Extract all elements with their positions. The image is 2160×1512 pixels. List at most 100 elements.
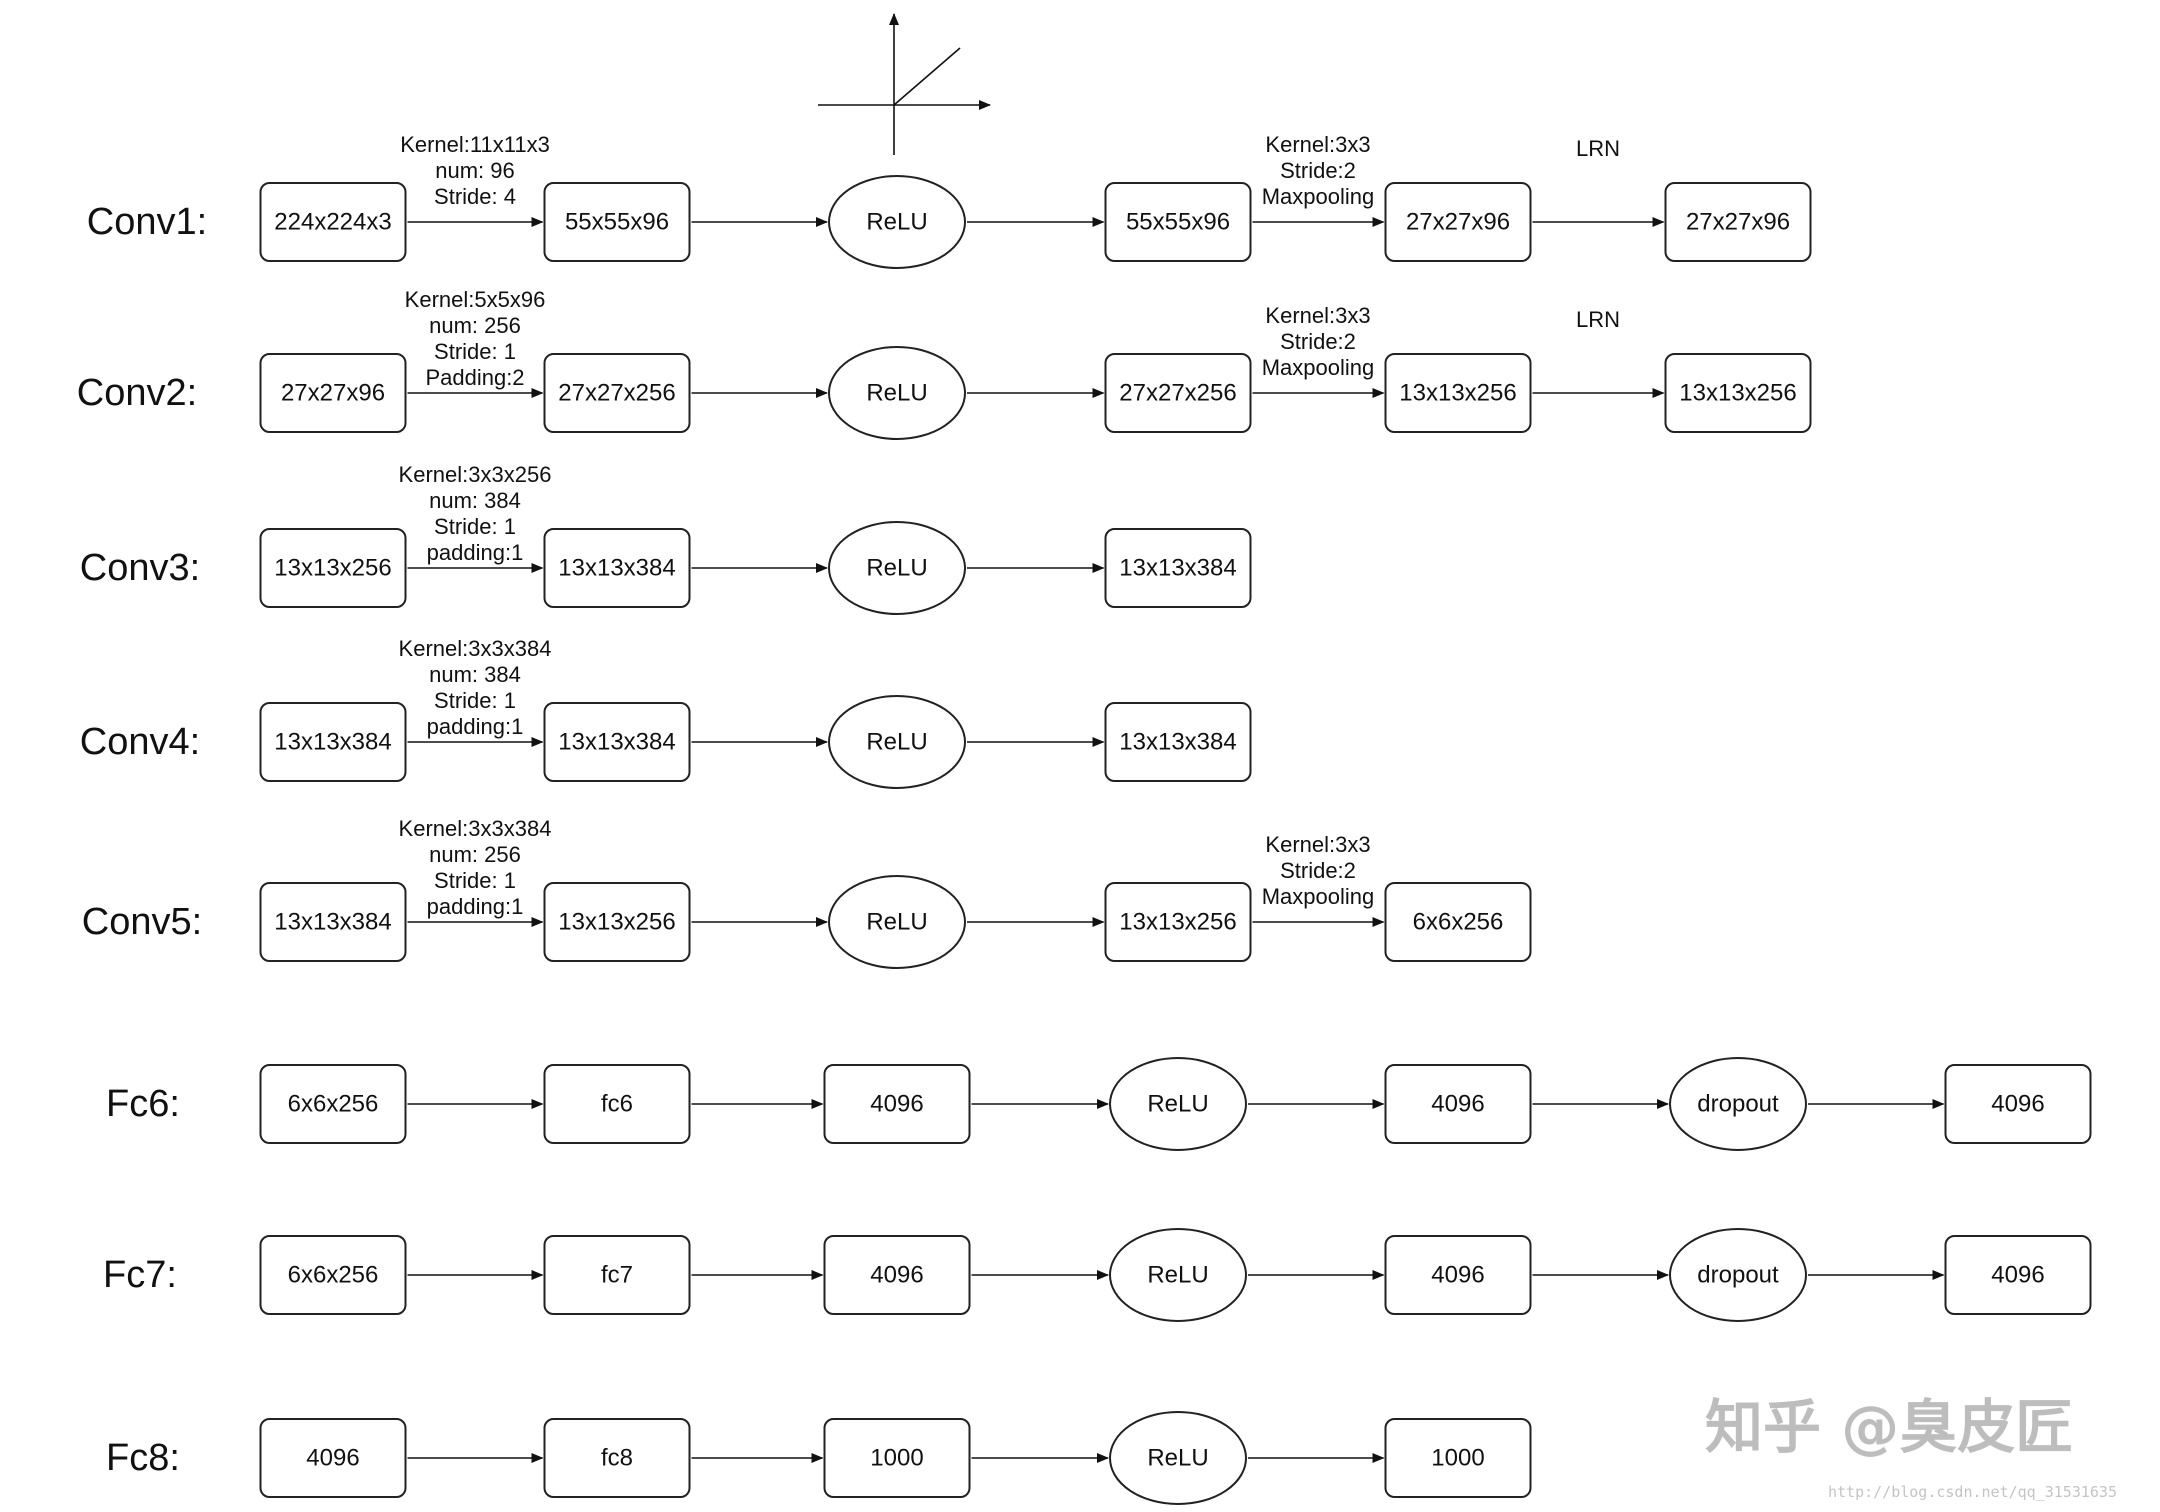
node-label: 13x13x384 — [274, 909, 391, 936]
annotation-line: num: 384 — [429, 662, 521, 687]
node-ellipse — [1669, 1057, 1807, 1151]
node-label: ReLU — [1147, 1262, 1208, 1289]
tensor-node: 13x13x256 — [1664, 353, 1812, 433]
node-label: 13x13x256 — [558, 909, 675, 936]
op-node: dropout — [1669, 1057, 1807, 1151]
node-box — [1384, 1418, 1532, 1498]
node-label: 13x13x384 — [558, 555, 675, 582]
tensor-node: 27x27x256 — [1104, 353, 1252, 433]
annotation-line: Kernel:5x5x96 — [405, 287, 546, 312]
node-box — [543, 1064, 691, 1144]
annotation-line: Stride: 1 — [434, 868, 516, 893]
row-label: Conv2: — [77, 372, 197, 414]
annotation-line: Padding:2 — [425, 365, 524, 390]
tensor-node: 13x13x384 — [259, 882, 407, 962]
op-node: ReLU — [828, 521, 966, 615]
annotation-line: LRN — [1576, 136, 1620, 161]
tensor-node: 55x55x96 — [543, 182, 691, 262]
node-box — [543, 353, 691, 433]
tensor-node: 224x224x3 — [259, 182, 407, 262]
node-ellipse — [828, 346, 966, 440]
node-box — [1664, 353, 1812, 433]
node-label: 4096 — [870, 1262, 923, 1289]
tensor-node: 1000 — [1384, 1418, 1532, 1498]
annotation-line: num: 384 — [429, 488, 521, 513]
node-box — [543, 528, 691, 608]
node-label: 4096 — [306, 1445, 359, 1472]
node-box — [1104, 182, 1252, 262]
op-node: ReLU — [828, 175, 966, 269]
op-node: ReLU — [828, 875, 966, 969]
node-label: 13x13x256 — [1399, 380, 1516, 407]
op-node: ReLU — [1109, 1057, 1247, 1151]
tensor-node: 27x27x96 — [1664, 182, 1812, 262]
watermark: 知乎 @臭皮匠 http://blog.csdn.net/qq_31531635 — [1705, 1393, 2117, 1501]
node-label: 6x6x256 — [1413, 909, 1504, 936]
node-label: ReLU — [1147, 1445, 1208, 1472]
node-box — [259, 882, 407, 962]
node-box — [543, 1235, 691, 1315]
node-label: 1000 — [870, 1445, 923, 1472]
node-box — [259, 1235, 407, 1315]
tensor-node: 6x6x256 — [1384, 882, 1532, 962]
annotation-line: Kernel:11x11x3 — [400, 132, 550, 157]
node-box — [823, 1235, 971, 1315]
tensor-node: 27x27x96 — [1384, 182, 1532, 262]
tensor-node: 4096 — [1384, 1235, 1532, 1315]
node-box — [543, 702, 691, 782]
annotation-line: Maxpooling — [1262, 355, 1375, 380]
node-label: 13x13x384 — [274, 729, 391, 756]
node-box — [259, 1064, 407, 1144]
node-ellipse — [1669, 1228, 1807, 1322]
node-label: fc7 — [601, 1262, 633, 1289]
node-label: 6x6x256 — [288, 1091, 379, 1118]
node-label: ReLU — [1147, 1091, 1208, 1118]
node-label: 13x13x384 — [1119, 555, 1236, 582]
node-label: 4096 — [1431, 1091, 1484, 1118]
tensor-node: 13x13x256 — [1384, 353, 1532, 433]
node-label: 13x13x256 — [1679, 380, 1796, 407]
tensor-node: 13x13x384 — [543, 528, 691, 608]
node-label: 4096 — [1991, 1091, 2044, 1118]
watermark-url: http://blog.csdn.net/qq_31531635 — [1828, 1483, 2117, 1501]
node-box — [1944, 1235, 2092, 1315]
node-box — [1384, 1064, 1532, 1144]
node-box — [259, 1418, 407, 1498]
annotation-line: num: 256 — [429, 842, 521, 867]
op-node: dropout — [1669, 1228, 1807, 1322]
annotation-line: Maxpooling — [1262, 884, 1375, 909]
node-label: 55x55x96 — [1126, 209, 1230, 236]
node-box — [259, 182, 407, 262]
annotation-line: num: 96 — [435, 158, 515, 183]
tensor-node: 13x13x256 — [259, 528, 407, 608]
node-ellipse — [828, 695, 966, 789]
tensor-node: 13x13x384 — [543, 702, 691, 782]
node-label: 13x13x384 — [558, 729, 675, 756]
node-box — [259, 702, 407, 782]
annotation-line: Stride:2 — [1280, 329, 1356, 354]
annotation-line: Stride:2 — [1280, 858, 1356, 883]
node-label: 27x27x96 — [281, 380, 385, 407]
annotation-line: Kernel:3x3x384 — [399, 636, 552, 661]
node-box — [259, 353, 407, 433]
tensor-node: 4096 — [823, 1064, 971, 1144]
op-node: ReLU — [1109, 1228, 1247, 1322]
annotation-line: LRN — [1576, 307, 1620, 332]
tensor-node: 13x13x256 — [543, 882, 691, 962]
tensor-node: 1000 — [823, 1418, 971, 1498]
edge-annotation: LRN — [1576, 136, 1620, 161]
annotation-line: Kernel:3x3 — [1265, 132, 1370, 157]
op-node: ReLU — [1109, 1411, 1247, 1505]
watermark-text: 知乎 @臭皮匠 — [1705, 1393, 2073, 1461]
